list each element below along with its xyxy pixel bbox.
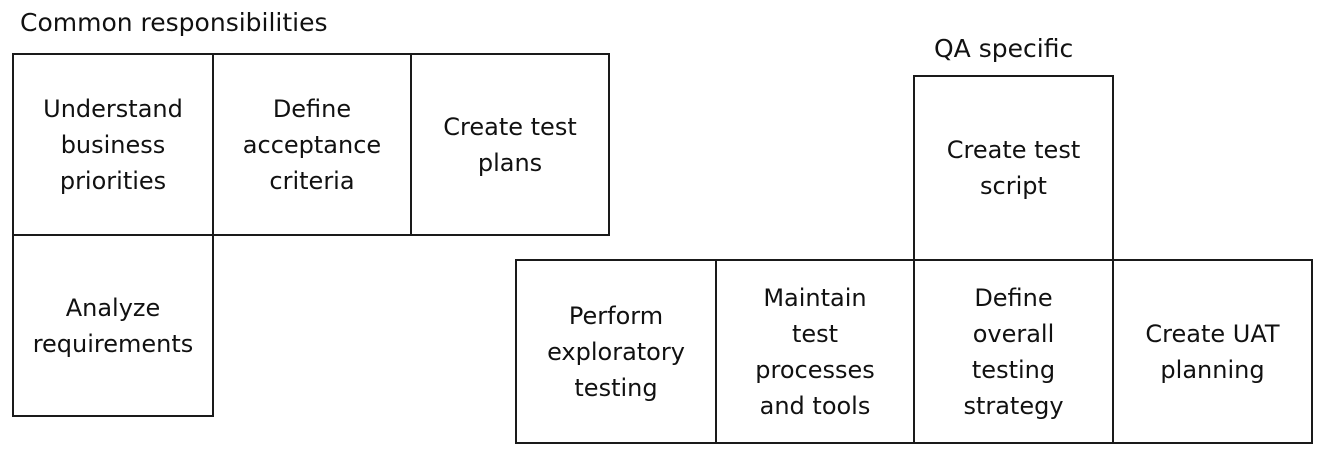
common-responsibilities-title: Common responsibilities bbox=[20, 8, 328, 37]
qa-specific-title: QA specific bbox=[934, 34, 1074, 63]
